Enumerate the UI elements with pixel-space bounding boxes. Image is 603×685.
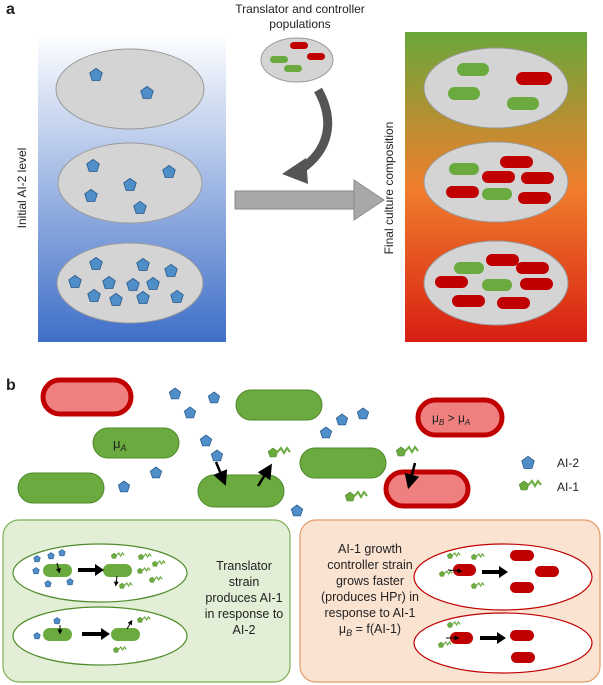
high-ai2-ellipse	[56, 242, 204, 324]
red-cell	[511, 652, 535, 663]
green-cell-large	[299, 447, 387, 479]
red-cell-sensing	[383, 469, 471, 509]
green-cell	[448, 87, 480, 100]
translator-line5: AI-2	[233, 623, 256, 637]
green-cell-sensing	[197, 474, 285, 508]
red-cell	[307, 53, 325, 60]
red-cell	[446, 186, 479, 198]
release-arrow-icon	[256, 463, 272, 487]
green-cell-mu-a	[92, 427, 180, 459]
red-cell	[518, 192, 551, 204]
green-cell	[482, 279, 512, 291]
red-cell	[452, 295, 485, 307]
red-cell	[520, 278, 553, 290]
red-cell	[516, 262, 549, 274]
controller-line1: AI-1 growth	[338, 542, 402, 556]
red-cell	[435, 276, 468, 288]
green-cell	[457, 63, 489, 76]
process-arrow-icon	[234, 190, 356, 210]
population-ellipse	[260, 37, 334, 83]
red-cell-mu-b	[415, 397, 505, 438]
green-cell	[482, 188, 512, 200]
panel-b-label: b	[6, 377, 16, 394]
translator-line4: in response to	[205, 607, 284, 621]
high-ai2-result-ellipse	[423, 240, 569, 326]
right-axis-label: Final culture composition	[382, 122, 396, 255]
mid-ai2-ellipse	[57, 142, 203, 224]
controller-ellipse-bottom	[413, 612, 593, 674]
top-caption-line2: populations	[269, 17, 330, 31]
green-cell	[449, 163, 479, 175]
red-cell	[290, 42, 308, 49]
red-cell-large	[40, 377, 134, 417]
red-cell	[497, 297, 530, 309]
red-cell	[510, 630, 534, 641]
mid-ai2-result-ellipse	[423, 141, 569, 223]
ai2-molecule	[168, 387, 182, 400]
panel-a-label: a	[6, 1, 15, 18]
controller-line3: grows faster	[336, 574, 404, 588]
controller-line5: response to AI-1	[324, 606, 415, 620]
green-cell	[454, 262, 484, 274]
translator-line1: Translator	[216, 559, 272, 573]
uptake-arrow-icon	[404, 462, 420, 490]
green-cell-large	[235, 389, 323, 421]
red-cell	[486, 254, 519, 266]
mu-b-label: μB > μA	[432, 411, 470, 427]
controller-ellipse-top	[413, 543, 593, 611]
green-cell	[103, 564, 132, 577]
red-cell	[450, 632, 473, 644]
controller-line2: controller strain	[327, 558, 412, 572]
green-cell	[111, 628, 140, 641]
ai2-legend-icon	[521, 455, 535, 469]
left-axis-label: Initial AI-2 level	[15, 148, 29, 229]
red-cell	[500, 156, 533, 168]
translator-ellipse-top	[12, 543, 188, 603]
curved-arrow-icon	[297, 87, 333, 174]
process-arrow-head-icon	[353, 179, 385, 221]
legend-ai2: AI-2	[557, 456, 579, 470]
red-cell	[453, 564, 476, 576]
curved-arrow-head-icon	[282, 158, 308, 184]
red-cell	[535, 566, 559, 577]
green-cell	[43, 628, 72, 641]
red-cell	[510, 550, 534, 561]
low-ai2-ellipse	[55, 48, 205, 130]
red-cell	[516, 72, 552, 85]
green-cell-large	[17, 472, 105, 504]
controller-line6: μB = f(AI-1)	[339, 622, 401, 638]
low-ai2-result-ellipse	[423, 47, 569, 129]
top-caption-line1: Translator and controller	[235, 2, 365, 16]
red-cell	[510, 582, 534, 593]
mu-a-label: μA	[113, 436, 127, 453]
uptake-arrow-icon	[213, 461, 228, 486]
green-cell	[284, 65, 302, 72]
red-cell	[482, 171, 515, 183]
green-cell	[270, 56, 288, 63]
green-cell	[507, 97, 539, 110]
ai1-legend-icon	[518, 480, 542, 491]
translator-line2: strain	[229, 575, 260, 589]
controller-line4: (produces HPr) in	[321, 590, 419, 604]
red-cell	[521, 172, 554, 184]
legend-ai1: AI-1	[557, 480, 579, 494]
translator-line3: produces AI-1	[205, 591, 282, 605]
